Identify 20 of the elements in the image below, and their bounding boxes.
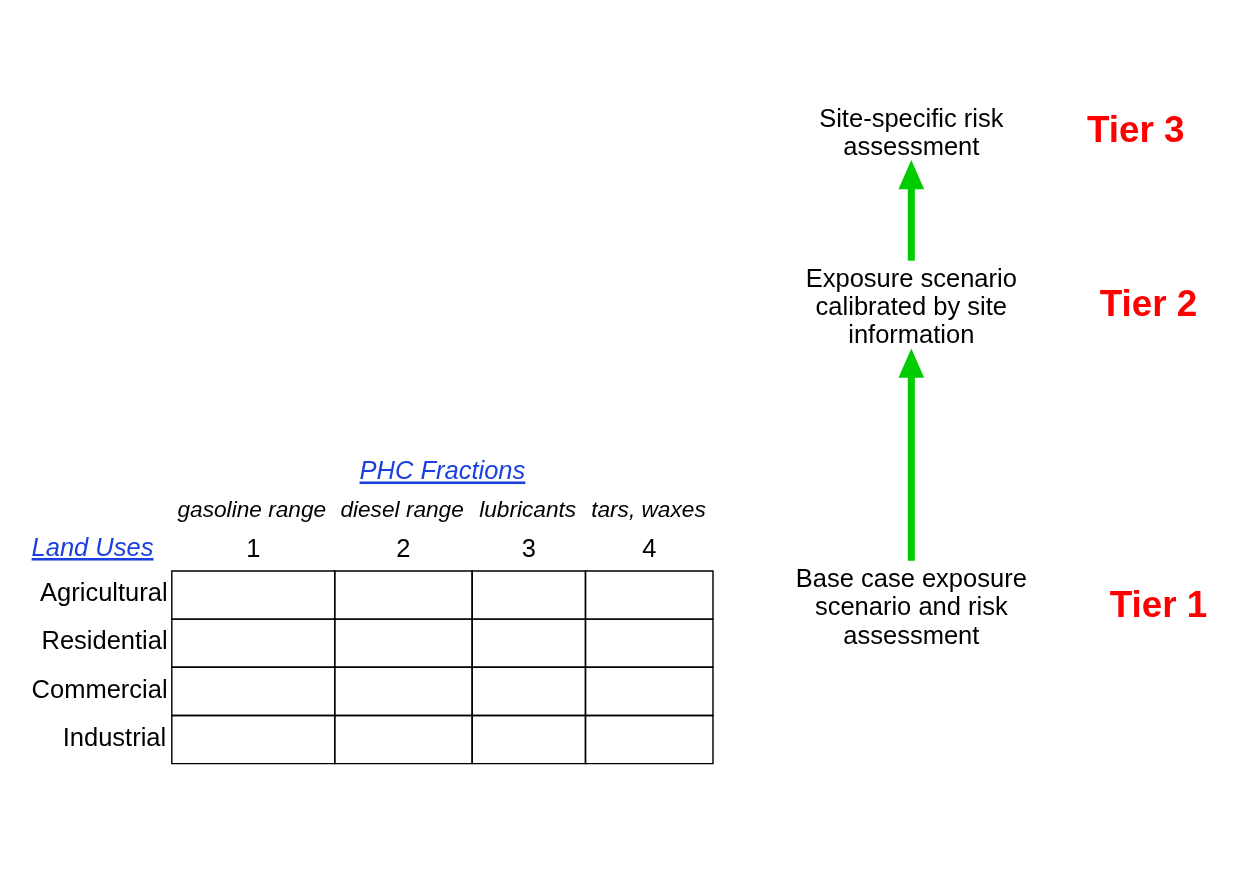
label: 2 [396,533,411,562]
node-text: Site-specific risk assessment [819,103,1004,160]
label: Commercial [31,674,168,703]
node-label: Tier 1 [1109,583,1208,625]
label: 4 [642,533,657,562]
label: Residential [41,625,168,654]
label: gasoline range [177,495,327,522]
node-label: Tier 2 [1099,282,1198,324]
label: tars, waxes [591,495,706,522]
label: lubricants [479,495,577,522]
label: Agricultural [40,577,168,606]
label: 1 [246,533,261,562]
node-label: Tier 3 [1086,108,1185,150]
node-text: Base case exposure scenario and risk assessment [795,563,1027,649]
node-text: Exposure scenario calibrated by site information [805,263,1017,348]
label: Land Uses [31,532,154,561]
label: PHC Fractions [359,455,526,484]
label: diesel range [340,495,464,522]
label: Industrial [62,722,167,751]
label: 3 [521,533,536,562]
